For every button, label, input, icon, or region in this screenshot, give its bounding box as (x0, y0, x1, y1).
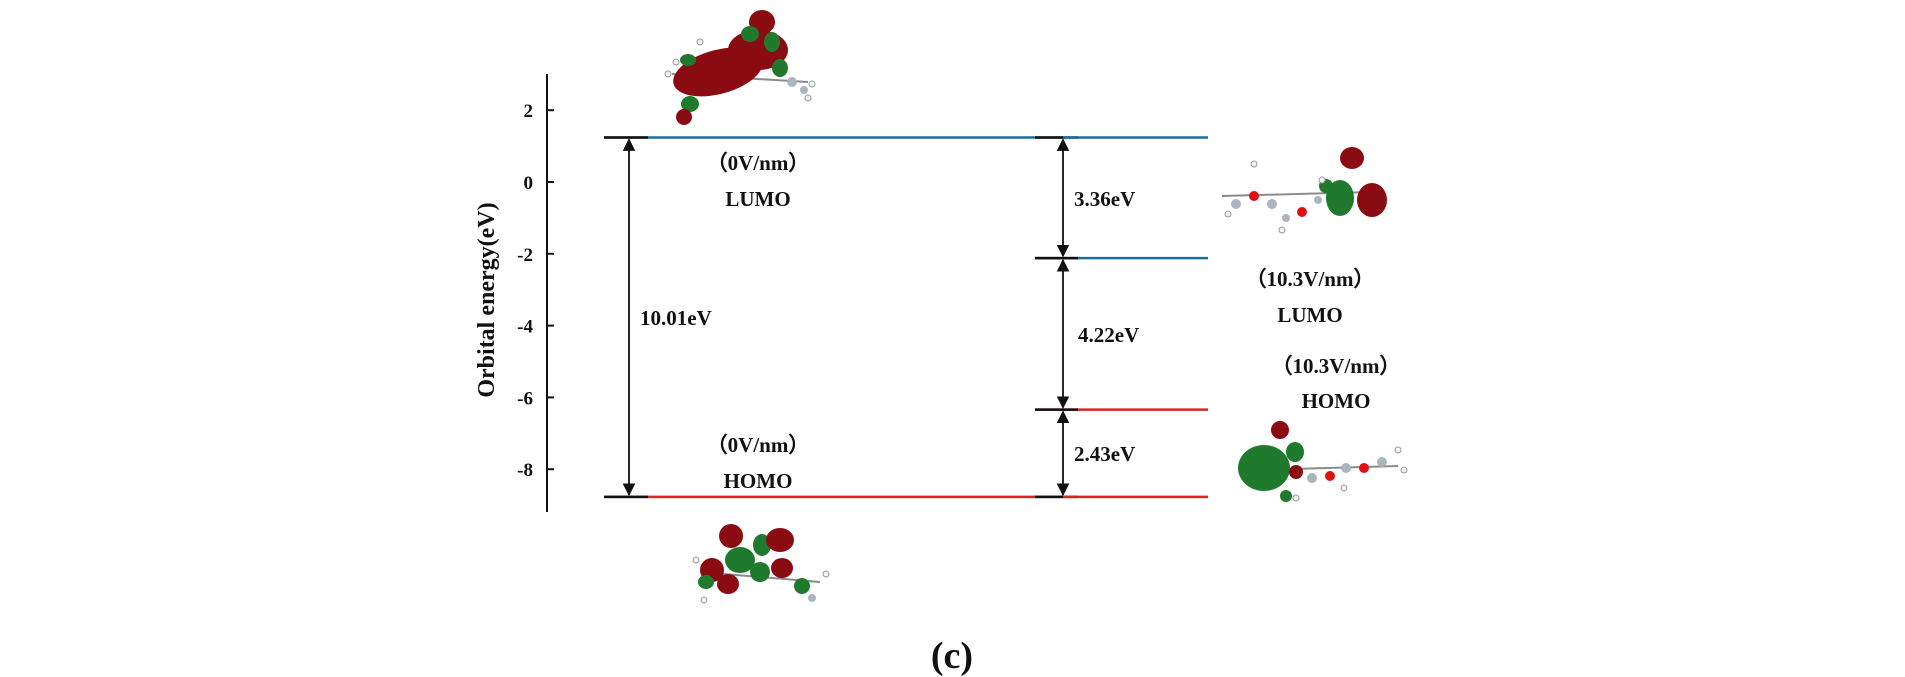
level-labels: （0V/nm） LUMO （0V/nm） HOMO （10.3V/nm） LUM… (707, 151, 1401, 493)
right-homo-name-label: HOMO (1302, 389, 1371, 413)
gap-label: 4.22eV (1078, 323, 1139, 347)
y-tick-label: 0 (524, 173, 534, 194)
energy-levels (604, 136, 1208, 499)
left-lumo-name-label: LUMO (725, 187, 790, 211)
right-homo-field-label: （10.3V/nm） (1272, 354, 1401, 378)
y-tick-label: -4 (517, 317, 533, 338)
y-tick-label: 2 (524, 101, 534, 122)
y-tick-label: -8 (517, 460, 533, 481)
left-lumo-field-label: （0V/nm） (707, 151, 810, 175)
left-homo-name-label: HOMO (724, 469, 793, 493)
y-axis: 2 0 -2 -4 -6 -8 (517, 74, 554, 512)
orbital-image-homo-0vnm (692, 524, 830, 604)
gap-label: 3.36eV (1074, 187, 1135, 211)
y-tick-label: -2 (517, 245, 533, 266)
orbital-image-lumo-0vnm (664, 10, 816, 125)
gap-label: 10.01eV (640, 306, 712, 330)
y-axis-label: Orbital energy(eV) (474, 202, 500, 397)
gap-arrows: 10.01eV 3.36eV 4.22eV 2.43eV (622, 138, 1139, 497)
left-homo-field-label: （0V/nm） (707, 433, 810, 457)
right-lumo-name-label: LUMO (1277, 303, 1342, 327)
orbital-image-lumo-10-3vnm (1221, 147, 1387, 234)
figure-caption: (c) (931, 635, 973, 677)
orbital-image-homo-10-3vnm (1238, 421, 1408, 502)
orbital-images (664, 10, 1408, 604)
y-tick-label: -6 (517, 388, 533, 409)
gap-label: 2.43eV (1074, 442, 1135, 466)
right-lumo-field-label: （10.3V/nm） (1246, 267, 1375, 291)
